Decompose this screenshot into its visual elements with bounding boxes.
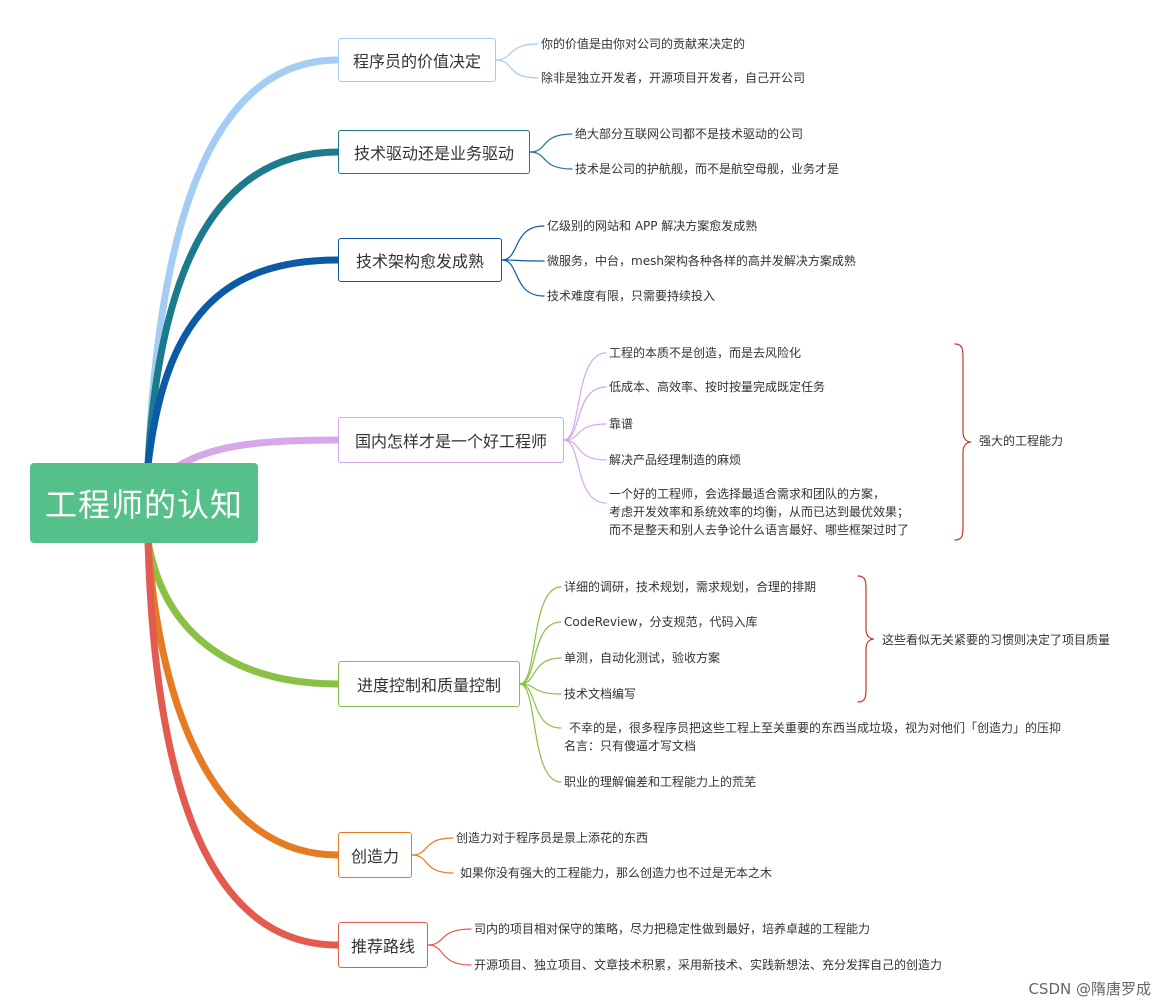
sub-branch-6-0 — [411, 837, 454, 856]
root-topic[interactable]: 工程师的认知 — [30, 463, 258, 543]
leaf-multiline-line: 考虑开发效率和系统效率的均衡，从而已达到最优效果； — [609, 505, 910, 519]
leaf-extra: 职业的理解偏差和工程能力上的荒芜 — [564, 775, 757, 789]
main-branch-2 — [144, 148, 342, 469]
sub-branch-5-0 — [519, 586, 562, 685]
sub-branch-5-1 — [519, 621, 562, 685]
sub-branch-4-0 — [563, 352, 607, 441]
leaf-multiline-line: 而不是整天和别人去争论什么语言最好、哪些框架过时了 — [609, 523, 910, 537]
sub-branch-7-0 — [427, 928, 472, 946]
leaf-item: 除非是独立开发者，开源项目开发者，自己开公司 — [541, 71, 806, 85]
summary-brace-engineer — [954, 343, 972, 541]
summary-label: 这些看似无关紧要的习惯则决定了项目质量 — [882, 633, 1111, 647]
leaf-item: 工程的本质不是创造，而是去风险化 — [609, 346, 802, 360]
sub-branch-4-2 — [563, 423, 607, 441]
leaf-item: 司内的项目相对保守的策略，尽力把稳定性做到最好，培养卓越的工程能力 — [474, 922, 871, 936]
topic-progress-quality[interactable]: 进度控制和质量控制 — [338, 661, 520, 707]
sub-branch-3-2 — [501, 259, 545, 297]
topic-creativity[interactable]: 创造力 — [338, 832, 412, 878]
leaf-item: 如果你没有强大的工程能力，那么创造力也不过是无本之木 — [460, 866, 773, 880]
sub-branch-5-4 — [519, 683, 562, 729]
main-branch-1 — [144, 56, 342, 469]
leaf-item: 微服务，中台，mesh架构各种各样的高并发解决方案成熟 — [547, 254, 856, 268]
sub-branch-2-0 — [529, 133, 573, 153]
leaf-item: 亿级别的网站和 APP 解决方案愈发成熟 — [547, 219, 758, 233]
sub-branch-4-4 — [563, 439, 607, 504]
leaf-item: 技术文档编写 — [564, 687, 637, 701]
sub-branch-3-0 — [501, 225, 545, 261]
sub-branch-5-2 — [519, 657, 562, 685]
topic-architecture-mature[interactable]: 技术架构愈发成熟 — [338, 238, 502, 282]
leaf-item: 技术难度有限，只需要持续投入 — [547, 289, 716, 303]
leaf-item: 详细的调研，技术规划，需求规划，合理的排期 — [564, 580, 817, 594]
sub-branch-1-1 — [495, 59, 539, 79]
leaf-item: 靠谱 — [609, 417, 634, 431]
main-branch-4 — [176, 436, 342, 469]
summary-brace-quality — [857, 575, 875, 703]
main-branch-7 — [144, 537, 342, 949]
sub-branch-7-1 — [427, 944, 472, 966]
sub-branch-6-1 — [411, 854, 454, 874]
leaf-note-line: 不幸的是，很多程序员把这些工程上至关重要的东西当成垃圾，视为对他们「创造力」的压… — [569, 721, 1062, 735]
topic-programmer-value[interactable]: 程序员的价值决定 — [338, 38, 496, 82]
topic-tech-or-business[interactable]: 技术驱动还是业务驱动 — [338, 130, 530, 174]
sub-branch-4-3 — [563, 439, 607, 461]
topic-recommended-path[interactable]: 推荐路线 — [338, 922, 428, 968]
leaf-item: 你的价值是由你对公司的贡献来决定的 — [541, 37, 746, 51]
leaf-item: 解决产品经理制造的麻烦 — [609, 453, 742, 467]
leaf-item: 创造力对于程序员是景上添花的东西 — [456, 831, 649, 845]
sub-branch-1-0 — [495, 43, 539, 61]
topic-good-engineer[interactable]: 国内怎样才是一个好工程师 — [338, 417, 564, 463]
main-branch-5 — [144, 537, 342, 688]
leaf-item: 绝大部分互联网公司都不是技术驱动的公司 — [575, 127, 804, 141]
leaf-item: 低成本、高效率、按时按量完成既定任务 — [609, 380, 826, 394]
watermark: CSDN @隋唐罗成 — [1028, 980, 1151, 998]
main-branch-6 — [144, 537, 342, 859]
leaf-item: 技术是公司的护航舰，而不是航空母舰，业务才是 — [575, 162, 840, 176]
sub-branch-3-1 — [501, 259, 545, 262]
summary-label: 强大的工程能力 — [979, 434, 1064, 448]
sub-branch-2-1 — [529, 151, 573, 170]
leaf-multiline-line: 一个好的工程师，会选择最适合需求和团队的方案， — [609, 487, 886, 501]
main-branch-3 — [144, 256, 342, 469]
sub-branch-5-5 — [519, 683, 562, 783]
leaf-item: 开源项目、独立项目、文章技术积累，采用新技术、实践新想法、充分发挥自己的创造力 — [474, 958, 943, 972]
leaf-note-line: 名言：只有傻逼才写文档 — [564, 739, 697, 753]
leaf-item: CodeReview，分支规范，代码入库 — [564, 615, 758, 629]
leaf-item: 单测，自动化测试，验收方案 — [564, 651, 721, 665]
sub-branch-4-1 — [563, 386, 607, 441]
